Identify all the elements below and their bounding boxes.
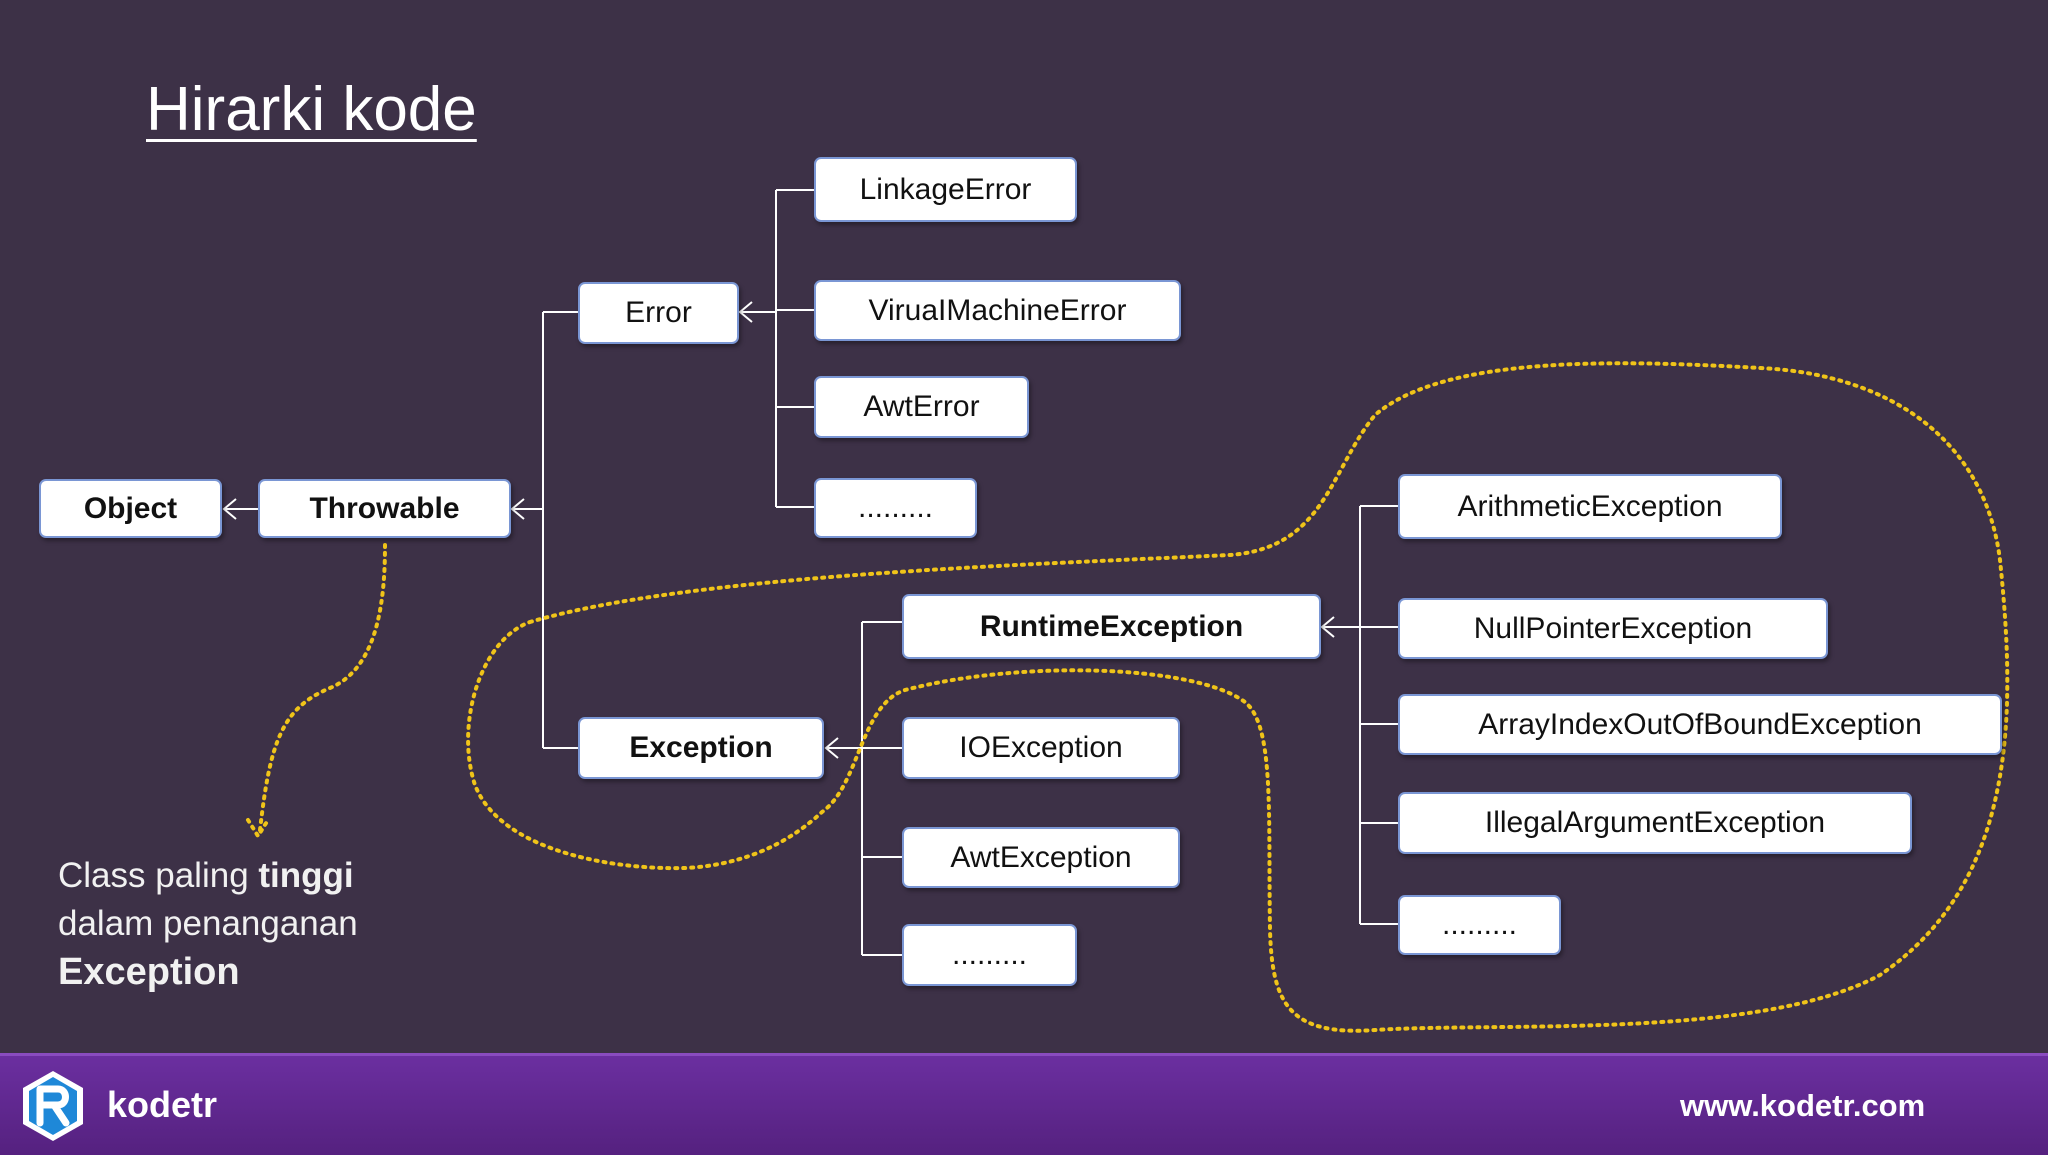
slide-title: Hirarki kode: [146, 75, 477, 144]
node-awt-error: AwtError: [814, 376, 1029, 438]
kodetr-logo-icon: [23, 1071, 83, 1141]
node-object: Object: [39, 479, 222, 538]
node-exception-more: .........: [902, 924, 1077, 986]
node-error-more: .........: [814, 478, 977, 538]
arrow-head-error: [738, 301, 753, 323]
arrow-head-object: [222, 498, 237, 520]
arrow-head-exception: [824, 737, 839, 759]
note-line-1: Class paling tinggi: [58, 852, 358, 900]
node-exception: Exception: [578, 717, 824, 779]
node-runtime-more: .........: [1398, 895, 1561, 955]
note-line-2: dalam penanganan: [58, 904, 358, 943]
website-url[interactable]: www.kodetr.com: [1680, 1088, 1926, 1123]
node-null-pointer-exception: NullPointerException: [1398, 598, 1828, 659]
node-virtual-machine-error: ViruaIMachineError: [814, 280, 1181, 341]
brand-name: kodetr: [107, 1084, 218, 1125]
throwable-note: Class paling tinggi dalam penanganan Exc…: [58, 852, 358, 996]
node-array-index-exception: ArrayIndexOutOfBoundException: [1398, 694, 2002, 755]
node-linkage-error: LinkageError: [814, 157, 1077, 222]
annotation-arrow-line: [258, 543, 387, 832]
node-arithmetic-exception: ArithmeticException: [1398, 474, 1782, 539]
node-illegal-argument-exception: IllegalArgumentException: [1398, 792, 1912, 854]
node-throwable: Throwable: [258, 479, 511, 538]
node-awt-exception: AwtException: [902, 827, 1180, 888]
note-line-3: Exception: [58, 951, 240, 993]
annotation-arrow-head: [246, 818, 270, 840]
node-runtime-exception: RuntimeException: [902, 594, 1321, 659]
arrow-head-runtime: [1320, 616, 1335, 638]
note-line-1-bold: tinggi: [258, 856, 354, 895]
note-line-1-prefix: Class paling: [58, 856, 259, 895]
arrow-head-throwable: [510, 498, 525, 520]
node-error: Error: [578, 282, 739, 344]
footer-bar: kodetr www.kodetr.com: [0, 1053, 2048, 1155]
node-io-exception: IOException: [902, 717, 1180, 779]
